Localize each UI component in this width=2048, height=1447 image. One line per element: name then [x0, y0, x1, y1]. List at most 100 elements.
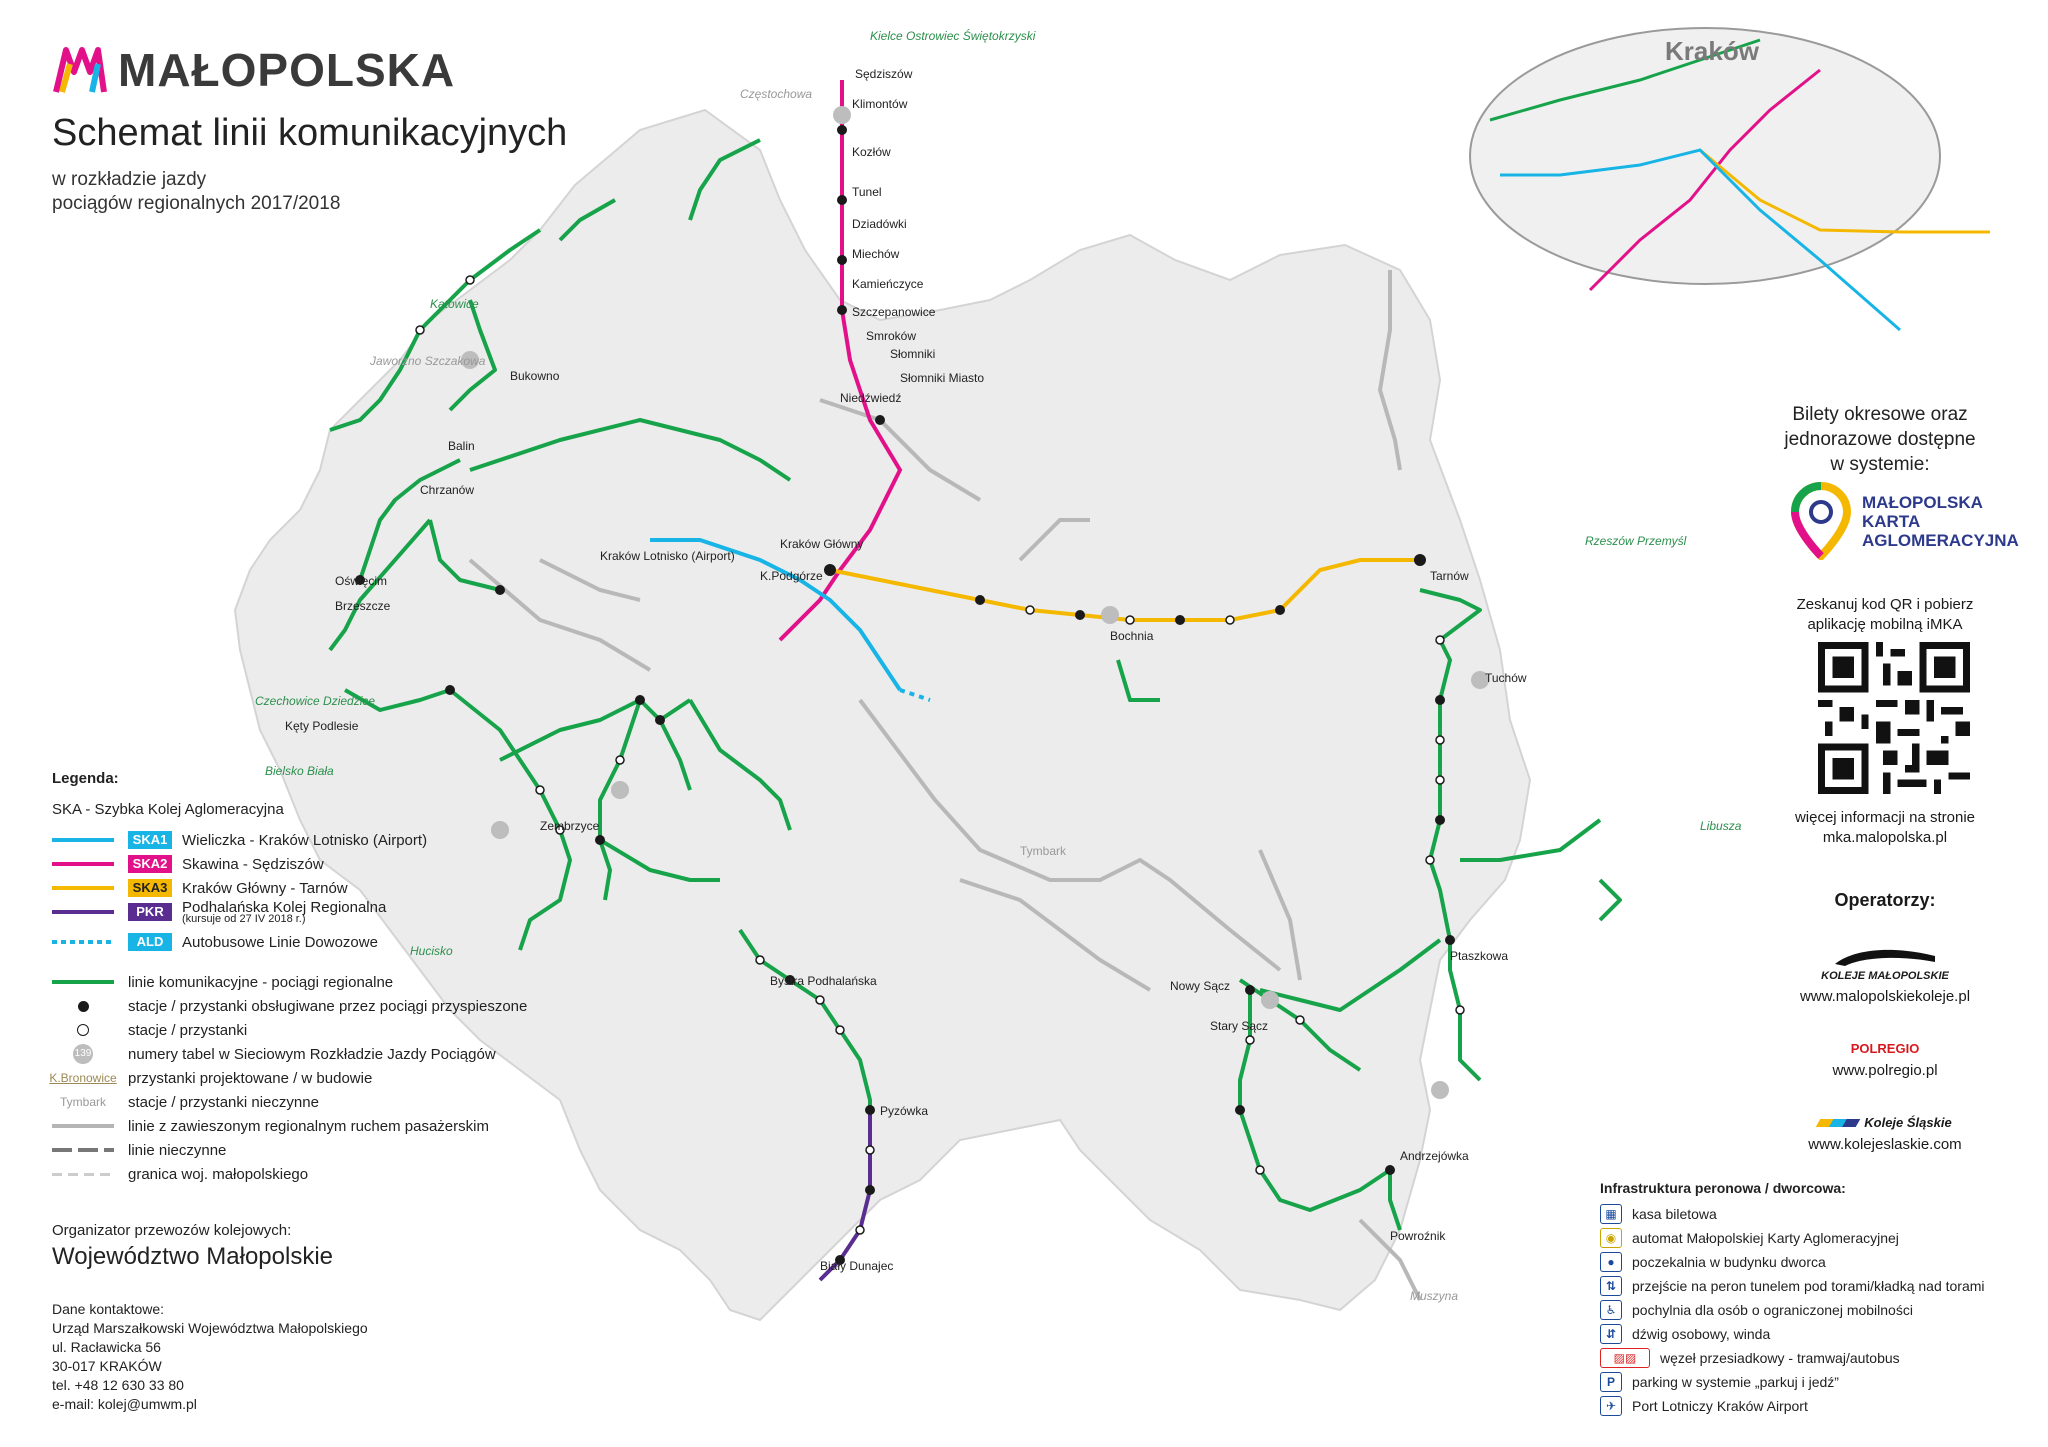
mka-line: KARTA: [1862, 511, 1921, 531]
table-number-badge: 139: [52, 1044, 114, 1064]
label-szczepanowice: Szczepanowice: [852, 305, 936, 319]
table-number-badges: [461, 106, 1489, 1099]
legend-item-closed-line: linie nieczynne: [52, 1138, 612, 1162]
transfer-icon: ▨▨: [1600, 1348, 1650, 1368]
train-logo-icon: [1835, 949, 1935, 966]
legend-item-ald: ALD Autobusowe Linie Dowozowe: [52, 930, 612, 954]
location-pin-icon: [1790, 482, 1852, 560]
label-tuchow: Tuchów: [1485, 671, 1527, 685]
contact-info: Dane kontaktowe: Urząd Marszałkowski Woj…: [52, 1300, 368, 1414]
organizer: Organizator przewozów kolejowych: Wojewó…: [52, 1222, 333, 1271]
infra-item: ▦ kasa biletowa: [1600, 1202, 1985, 1226]
infra-item: ✈ Port Lotniczy Kraków Airport: [1600, 1394, 1985, 1418]
qr-code[interactable]: [1818, 642, 1970, 794]
operator-url[interactable]: www.polregio.pl: [1832, 1062, 1938, 1079]
ska2-swatch: [52, 862, 114, 866]
infra-text: dźwig osobowy, winda: [1632, 1326, 1771, 1342]
koleje-slaskie-logo: Koleje Śląskie: [1815, 1115, 1952, 1130]
label-jaslo: Libusza: [1700, 819, 1742, 833]
infra-item: ▨▨ węzeł przesiadkowy - tramwaj/autobus: [1600, 1346, 1985, 1370]
closed-line-swatch: [52, 1141, 114, 1159]
legend-item-closed-station: Tymbark stacje / przystanki nieczynne: [52, 1090, 612, 1114]
legend-item-ska1: SKA1 Wieliczka - Kraków Lotnisko (Airpor…: [52, 828, 612, 852]
stripes-icon: [1815, 1118, 1861, 1127]
label-sedziszow: Sędziszów: [855, 67, 913, 81]
ticket-office-icon: ▦: [1600, 1204, 1622, 1224]
infra-item: ◉automat Małopolskiej Karty Aglomeracyjn…: [1600, 1226, 1985, 1250]
operator-logo-text: Koleje Śląskie: [1864, 1115, 1952, 1130]
legend-text: numery tabel w Sieciowym Rozkładzie Jazd…: [128, 1045, 496, 1063]
tickets-info: Bilety okresowe oraz jednorazowe dostępn…: [1760, 402, 2000, 477]
legend-item-planned: K.Bronowice przystanki projektowane / w …: [49, 1066, 612, 1090]
legend-text: granica woj. małopolskiego: [128, 1165, 309, 1183]
suspended-line-swatch: [52, 1117, 114, 1135]
operator-logo-text: KOLEJE MAŁOPOLSKIE: [1821, 970, 1949, 982]
mka-more-info: więcej informacji na stronie mka.malopol…: [1760, 808, 2010, 848]
operator-koleje-malopolskie: KOLEJE MAŁOPOLSKIE www.malopolskiekoleje…: [1760, 931, 2010, 1005]
brand-header: MAŁOPOLSKA: [52, 42, 455, 98]
operator-url[interactable]: www.kolejeslaskie.com: [1808, 1136, 1962, 1153]
legend-text: Podhalańska Kolej Regionalna (kursuje od…: [182, 899, 386, 925]
mka-link[interactable]: mka.malopolska.pl: [1822, 829, 1948, 846]
operator-polregio: POLREGIO www.polregio.pl: [1760, 1005, 2010, 1079]
label-kozlow: Kozłów: [852, 145, 891, 159]
tickets-text: jednorazowe dostępne: [1784, 429, 1976, 450]
label-kielce: Kielce Ostrowiec Świętokrzyski: [870, 28, 1036, 43]
infra-text: węzeł przesiadkowy - tramwaj/autobus: [1660, 1350, 1900, 1366]
organizer-label: Organizator przewozów kolejowych:: [52, 1222, 292, 1239]
label-bochnia: Bochnia: [1110, 629, 1154, 643]
label-grybow: Ptaszkowa: [1450, 949, 1508, 963]
label-dziadowki: Dziadówki: [852, 217, 907, 231]
label-tymbark: Tymbark: [1020, 844, 1067, 858]
infra-text: Port Lotniczy Kraków Airport: [1632, 1398, 1808, 1414]
label-rzeszow: Rzeszów Przemyśl: [1585, 534, 1687, 548]
regional-line-swatch: [52, 973, 114, 991]
label-chabowka: Bystra Podhalańska: [770, 974, 877, 988]
ska1-badge: SKA1: [128, 831, 172, 849]
tunnel-icon: ⇅: [1600, 1276, 1622, 1296]
operators-heading: Operatorzy:: [1834, 890, 1936, 910]
infra-text: kasa biletowa: [1632, 1206, 1717, 1222]
label-slomniki-miasto: Słomniki Miasto: [900, 371, 984, 385]
contact-line: tel. +48 12 630 33 80: [52, 1377, 184, 1393]
more-text: więcej informacji na stronie: [1794, 809, 1976, 826]
brand-name: MAŁOPOLSKA: [118, 44, 456, 96]
operators: Operatorzy: KOLEJE MAŁOPOLSKIE www.malop…: [1760, 890, 2010, 1153]
label-sucha: Zembrzyce: [540, 819, 600, 833]
legend-text: stacje / przystanki nieczynne: [128, 1093, 319, 1111]
label-bukowno: Bukowno: [510, 369, 560, 383]
mka-line: MAŁOPOLSKA: [1862, 492, 1983, 512]
legend-text: stacje / przystanki obsługiwane przez po…: [128, 997, 528, 1015]
ska1-line: [650, 538, 902, 692]
contact-line: 30-017 KRAKÓW: [52, 1358, 162, 1374]
airport-icon: ✈: [1600, 1396, 1622, 1416]
infra-text: pochylnia dla osób o ograniczonej mobiln…: [1632, 1302, 1913, 1318]
ska3-swatch: [52, 886, 114, 890]
legend-text: Wieliczka - Kraków Lotnisko (Airport): [182, 831, 428, 849]
ald-badge: ALD: [128, 933, 172, 951]
infrastructure-legend: Infrastruktura peronowa / dworcowa: ▦ kas…: [1600, 1180, 1985, 1418]
malopolska-logo-icon: [53, 47, 107, 93]
legend-item-regional: linie komunikacyjne - pociągi regionalne: [52, 970, 612, 994]
label-brzeszcze: Brzeszcze: [335, 599, 391, 613]
contact-email[interactable]: e-mail: kolej@umwm.pl: [52, 1396, 197, 1412]
subtitle-line: pociągów regionalnych 2017/2018: [52, 193, 341, 214]
label-niedzwiedz: Niedźwiedź: [840, 391, 901, 405]
legend-text: linie nieczynne: [128, 1141, 227, 1159]
stop-icon: [52, 1021, 114, 1039]
operator-url[interactable]: www.malopolskiekoleje.pl: [1799, 988, 1971, 1005]
label-plavec: Muszyna: [1410, 1289, 1458, 1303]
voivodeship-region: [233, 108, 1532, 1322]
legend-item-express-stop: stacje / przystanki obsługiwane przez po…: [52, 994, 612, 1018]
regional-lines: [328, 138, 1622, 1231]
label-krynica: Andrzejówka: [1400, 1149, 1469, 1163]
legend-item-suspended: linie z zawieszonym regionalnym ruchem p…: [52, 1114, 612, 1138]
contact-line: Urząd Marszałkowski Województwa Małopols…: [52, 1320, 368, 1336]
ska3-badge: SKA3: [128, 879, 172, 897]
infra-heading: Infrastruktura peronowa / dworcowa:: [1600, 1180, 1846, 1196]
contact-heading: Dane kontaktowe:: [52, 1301, 165, 1317]
label-klimontow: Klimontów: [852, 97, 908, 111]
inset-title: Kraków: [1665, 36, 1759, 66]
elevator-icon: ⇵: [1600, 1324, 1622, 1344]
